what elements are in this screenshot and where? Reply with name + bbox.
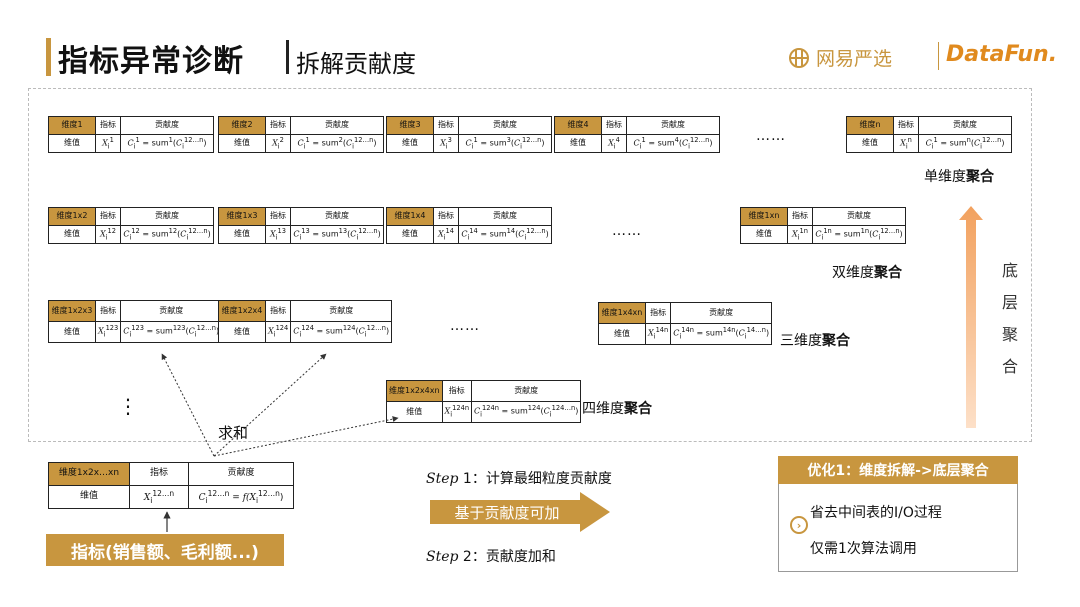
dim-header: 维度1x2x4xn: [386, 380, 443, 402]
base-x-cell: Xi12…n: [129, 485, 189, 509]
optimization-item-2: 仅需1次算法调用: [810, 541, 917, 557]
double-dim-label: 双维度聚合: [832, 265, 902, 281]
value-label: 维值: [218, 225, 266, 244]
bottom-up-arrow: [959, 206, 983, 428]
netease-icon: [789, 47, 809, 68]
chevron-right-icon: ›: [790, 516, 808, 534]
dim-header: 维度1x4xn: [598, 302, 646, 324]
base-dim-header: 维度1x2x…xn: [48, 462, 130, 486]
x-cell: Xi4: [601, 134, 627, 153]
base-table: 维度1x2x…xn 指标 贡献度 维值 Xi12…n Ci12…n = f(Xi…: [48, 462, 294, 509]
sum-label: 求和: [218, 424, 249, 442]
formula-cell: Ci14n = sum14n(Ci14…n): [670, 323, 773, 345]
x-cell: Xi124: [264, 321, 292, 343]
dim-header: 维度1xn: [740, 207, 788, 226]
sum-arrow-1: [161, 353, 215, 457]
dim-header: 维度2: [218, 116, 266, 135]
triple-dim-label: 三维度聚合: [780, 333, 850, 349]
step2: Step 2：贡献度加和: [426, 549, 556, 565]
value-label: 维值: [48, 225, 96, 244]
dim-header: 维度4: [554, 116, 602, 135]
title-accent-bar: [46, 38, 51, 76]
x-cell: Xin: [893, 134, 919, 153]
base-value-label: 维值: [48, 485, 130, 509]
value-label: 维值: [386, 134, 434, 153]
formula-cell: Ci1 = sum4(Ci12…n): [626, 134, 720, 153]
value-label: 维值: [386, 401, 443, 423]
dim-header: 维度n: [846, 116, 894, 135]
formula-cell: Ci1 = sum3(Ci12…n): [458, 134, 552, 153]
contribution-header: 贡献度: [918, 116, 1012, 135]
base-contrib-header: 贡献度: [188, 462, 294, 486]
sum-arrow-3: [213, 416, 399, 457]
netease-logo-text: 网易严选: [816, 48, 893, 70]
formula-cell: Ci12 = sum12(Ci12…n): [120, 225, 214, 244]
x-cell: Xi12: [95, 225, 121, 244]
quad-dim-label: 四维度聚合: [582, 401, 652, 417]
formula-cell: Ci124n = sum124(Ci124…n): [471, 401, 582, 423]
aggregation-area: [28, 88, 1032, 442]
logo-separator: [938, 42, 939, 70]
formula-cell: Ci13 = sum13(Ci12…n): [290, 225, 384, 244]
sum-arrow-2: [213, 353, 327, 457]
base-index-header: 指标: [129, 462, 189, 486]
x-cell: Xi1: [95, 134, 121, 153]
row2-ellipsis: ……: [612, 223, 642, 239]
row1-ellipsis: ……: [756, 128, 786, 144]
netease-logo: 网易严选: [788, 44, 892, 71]
optimization-title: 优化1：维度拆解->底层聚合: [778, 456, 1018, 484]
row3-ellipsis: ……: [450, 318, 480, 334]
x-cell: Xi3: [433, 134, 459, 153]
step1: Step 1：计算最细粒度贡献度: [426, 471, 612, 487]
formula-cell: Ci1 = sum1(Ci12…n): [120, 134, 214, 153]
vertical-ellipsis: ⋮: [118, 394, 138, 418]
formula-cell: Ci1 = sum2(Ci12…n): [290, 134, 384, 153]
x-cell: Xi123: [94, 321, 122, 343]
x-cell: Xi13: [265, 225, 291, 244]
x-cell: Xi14n: [644, 323, 672, 345]
metric-base-button: 指标(销售额、毛利额...): [46, 534, 284, 566]
formula-cell: Ci1n = sum1n(Ci12…n): [812, 225, 906, 244]
dim-header: 维度3: [386, 116, 434, 135]
title-separator: [286, 40, 289, 74]
datafun-logo: DataFun.: [946, 42, 1058, 67]
formula-cell: Ci14 = sum14(Ci12…n): [458, 225, 552, 244]
optimization-item-1: 省去中间表的I/O过程: [810, 505, 942, 521]
dim-header: 维度1x2x4: [218, 300, 266, 322]
page-title: 指标异常诊断: [58, 44, 244, 79]
additive-arrow: [430, 492, 610, 532]
value-label: 维值: [740, 225, 788, 244]
single-dim-label: 单维度聚合: [924, 169, 994, 185]
formula-cell: Ci1 = sumn(Ci12…n): [918, 134, 1012, 153]
x-cell: Xi1n: [787, 225, 813, 244]
base-formula-cell: Ci12…n = f(Xi12…n): [188, 485, 294, 509]
additive-arrow-label: 基于贡献度可加: [454, 504, 560, 522]
page-subtitle: 拆解贡献度: [296, 50, 416, 78]
formula-cell: Ci124 = sum124(Ci12…n): [290, 321, 393, 343]
bottom-aggregation-label: 底层聚合: [1001, 261, 1018, 376]
